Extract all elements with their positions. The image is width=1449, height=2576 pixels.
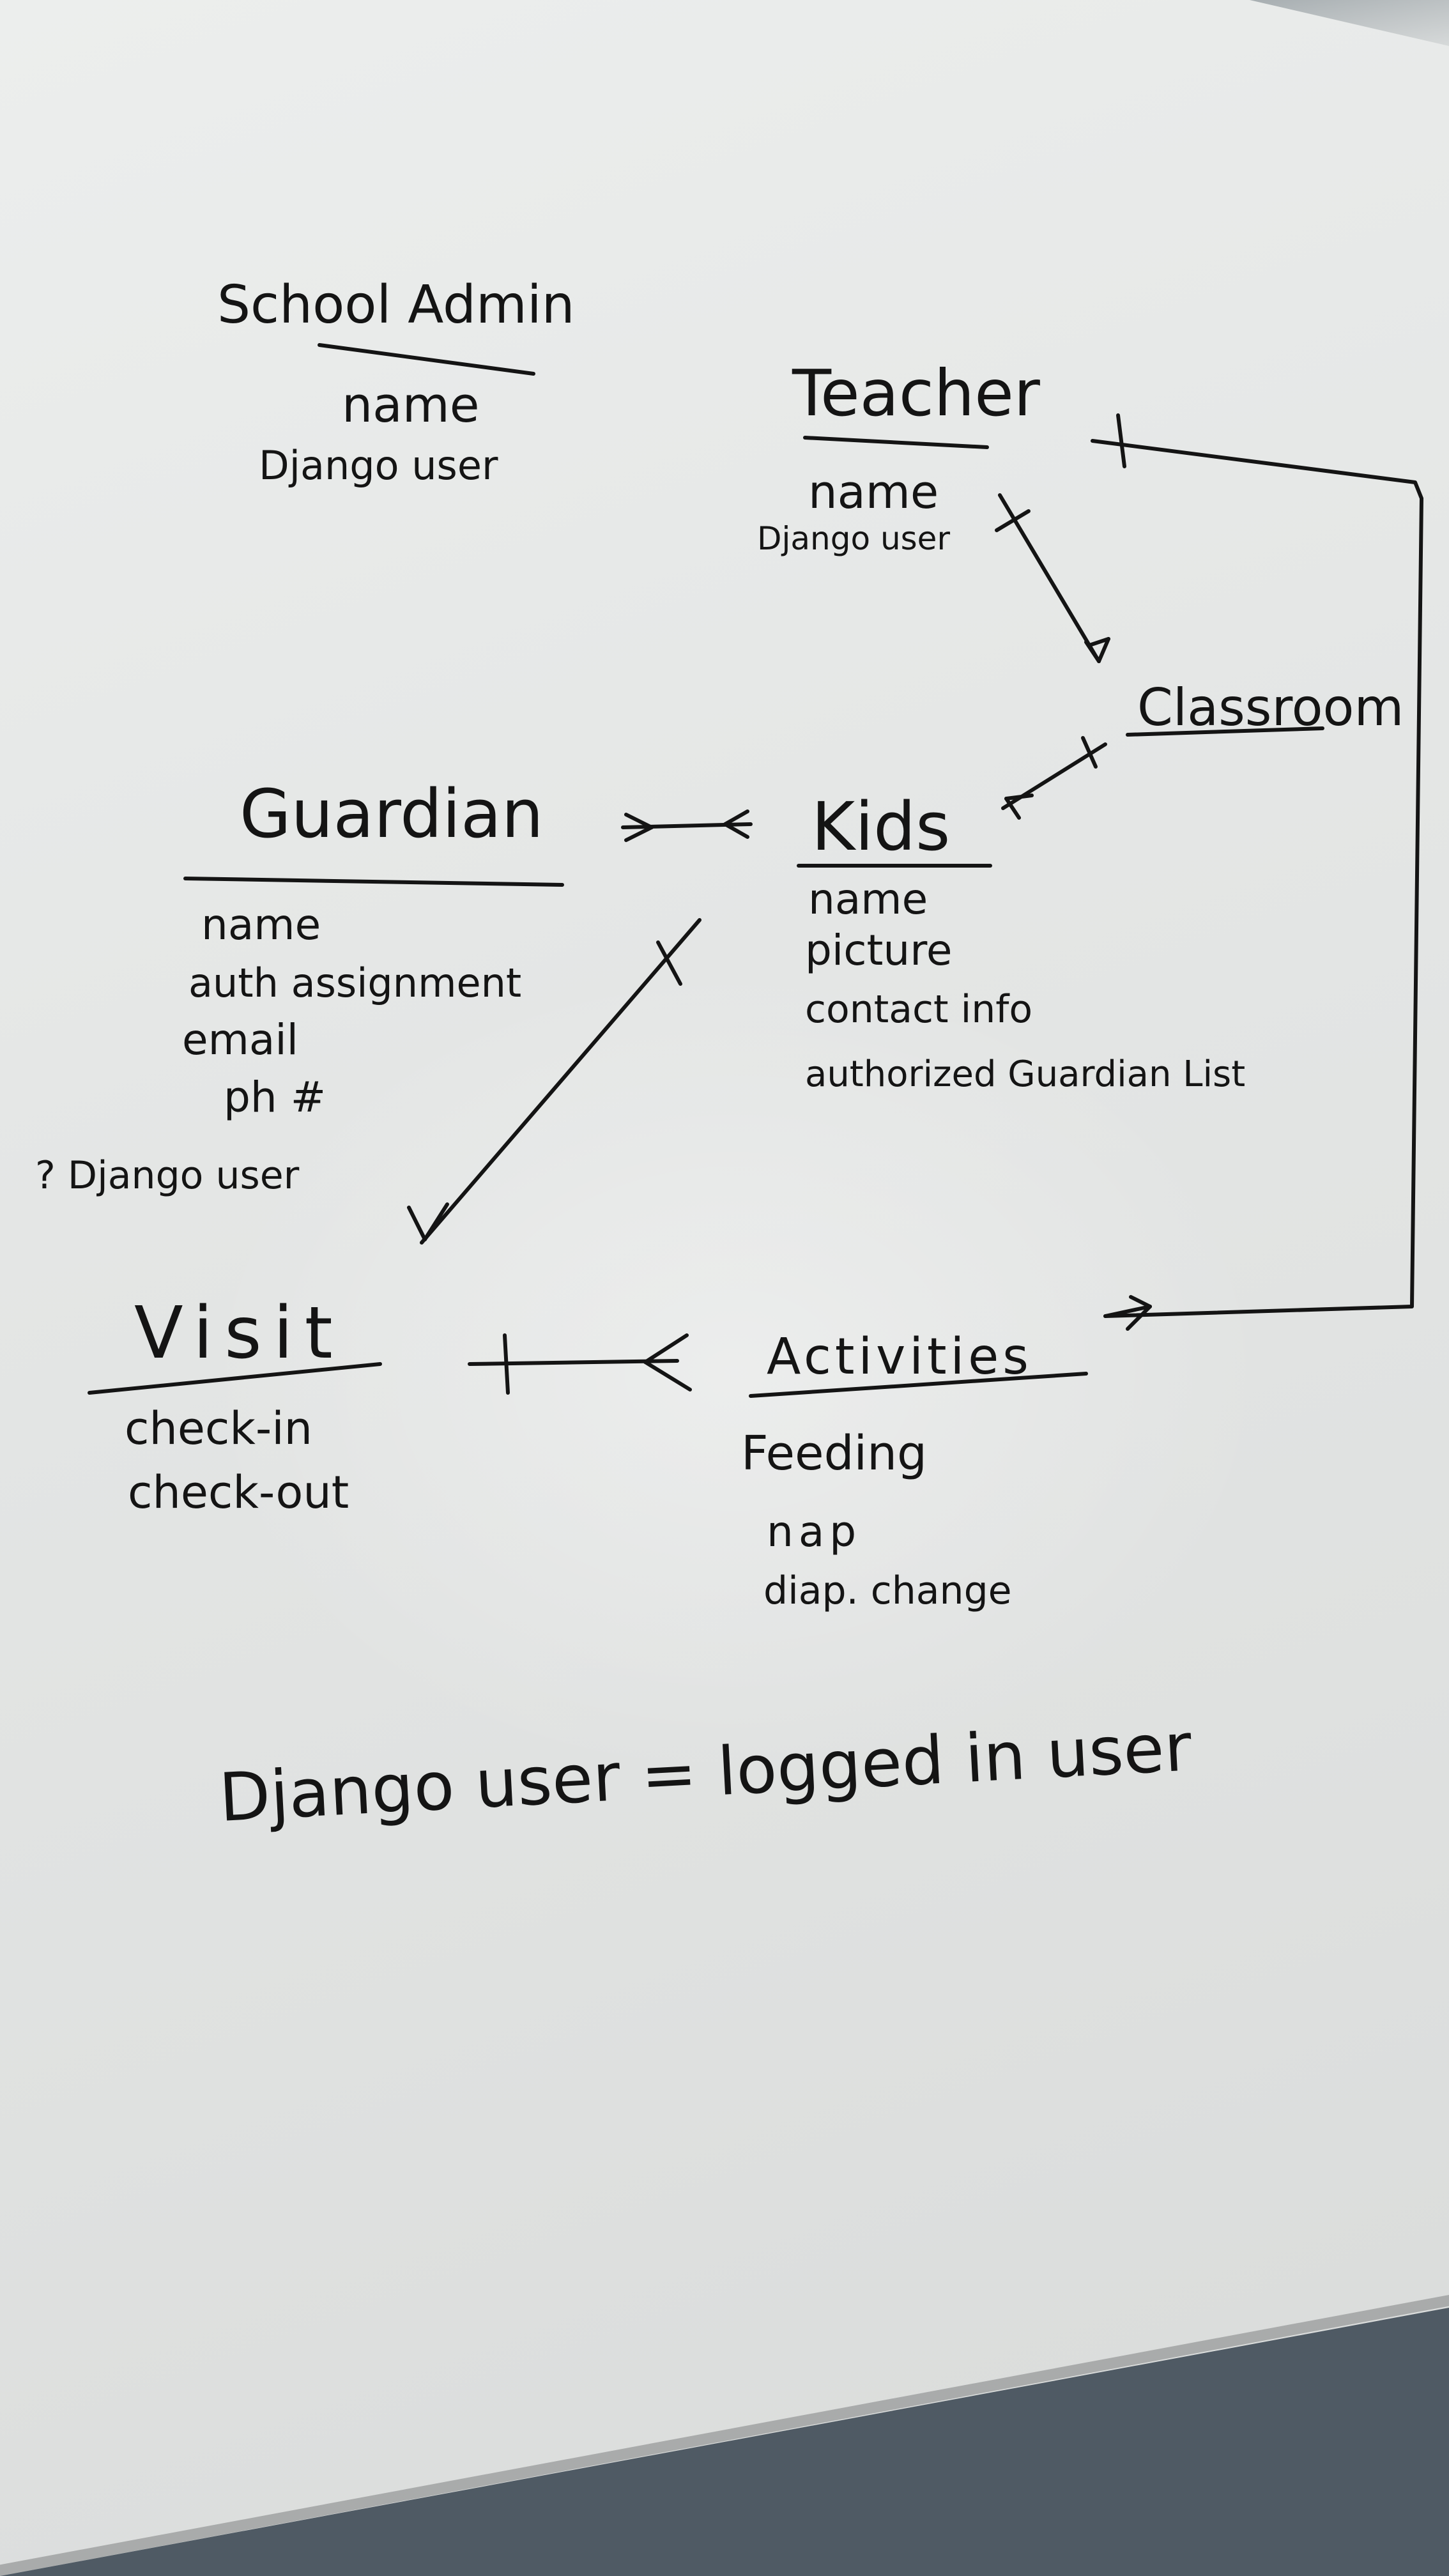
- board-glare: [192, 958, 1278, 1789]
- entity-attr-guardian-1: auth assignment: [188, 960, 521, 1006]
- diagram-note: Django user = logged in user: [217, 1708, 1193, 1837]
- entity-attr-teacher-0: name: [808, 465, 939, 519]
- entity-attr-guardian-3: ph #: [224, 1073, 326, 1122]
- entity-kids: Kids name picture contact info authorize…: [797, 788, 1245, 1095]
- entity-attr-guardian-2: email: [182, 1015, 298, 1064]
- entity-attr-visit-1: check-out: [128, 1466, 349, 1519]
- entity-attr-activities-1: nap: [767, 1507, 861, 1556]
- entity-attr-guardian-4: ? Django user: [35, 1153, 300, 1198]
- entity-attr-school-admin-1: Django user: [259, 442, 498, 489]
- entity-title-teacher: Teacher: [792, 356, 1041, 431]
- relation-visit-activities: [468, 1333, 692, 1395]
- entity-attr-guardian-0: name: [201, 900, 321, 949]
- entity-attr-kids-0: name: [808, 875, 928, 924]
- entity-underline-teacher: [803, 436, 989, 449]
- entity-underline-activities: [749, 1372, 1088, 1398]
- entity-underline-classroom: [1126, 726, 1324, 737]
- entity-classroom: Classroom: [1126, 678, 1404, 737]
- entity-guardian: Guardian name auth assignment email ph #…: [35, 775, 564, 1198]
- entity-attr-visit-0: check-in: [125, 1402, 312, 1455]
- entity-activities: Activities Feeding nap diap. change: [741, 1328, 1088, 1613]
- entity-attr-school-admin-0: name: [342, 376, 480, 433]
- entity-title-classroom: Classroom: [1137, 678, 1404, 737]
- entity-underline-guardian: [183, 877, 564, 887]
- entity-title-kids: Kids: [811, 788, 950, 866]
- entity-teacher: Teacher name Django user: [757, 356, 1041, 557]
- entity-school-admin: School Admin name Django user: [217, 275, 575, 489]
- entity-title-school-admin: School Admin: [217, 275, 575, 335]
- entity-title-activities: Activities: [767, 1328, 1032, 1386]
- relation-kids-guardian: [621, 809, 753, 842]
- relation-teacher-activities: [1091, 413, 1423, 1331]
- entity-attr-activities-2: diap. change: [763, 1568, 1012, 1613]
- entity-underline-visit: [88, 1362, 382, 1395]
- entity-visit: Visit check-in check-out: [88, 1292, 382, 1519]
- entity-attr-kids-2: contact info: [805, 987, 1032, 1032]
- relation-classroom-kids: [1001, 736, 1107, 820]
- entity-attr-teacher-1: Django user: [757, 520, 950, 557]
- entity-title-visit: Visit: [134, 1292, 344, 1375]
- entity-attr-kids-1: picture: [805, 926, 953, 975]
- entity-underline-school-admin: [318, 343, 535, 376]
- entity-attr-kids-3: authorized Guardian List: [805, 1054, 1245, 1095]
- entity-title-guardian: Guardian: [240, 775, 544, 853]
- relation-guardian-visit: [407, 918, 702, 1245]
- relation-teacher-classroom: [995, 493, 1110, 663]
- entity-attr-activities-0: Feeding: [741, 1426, 927, 1481]
